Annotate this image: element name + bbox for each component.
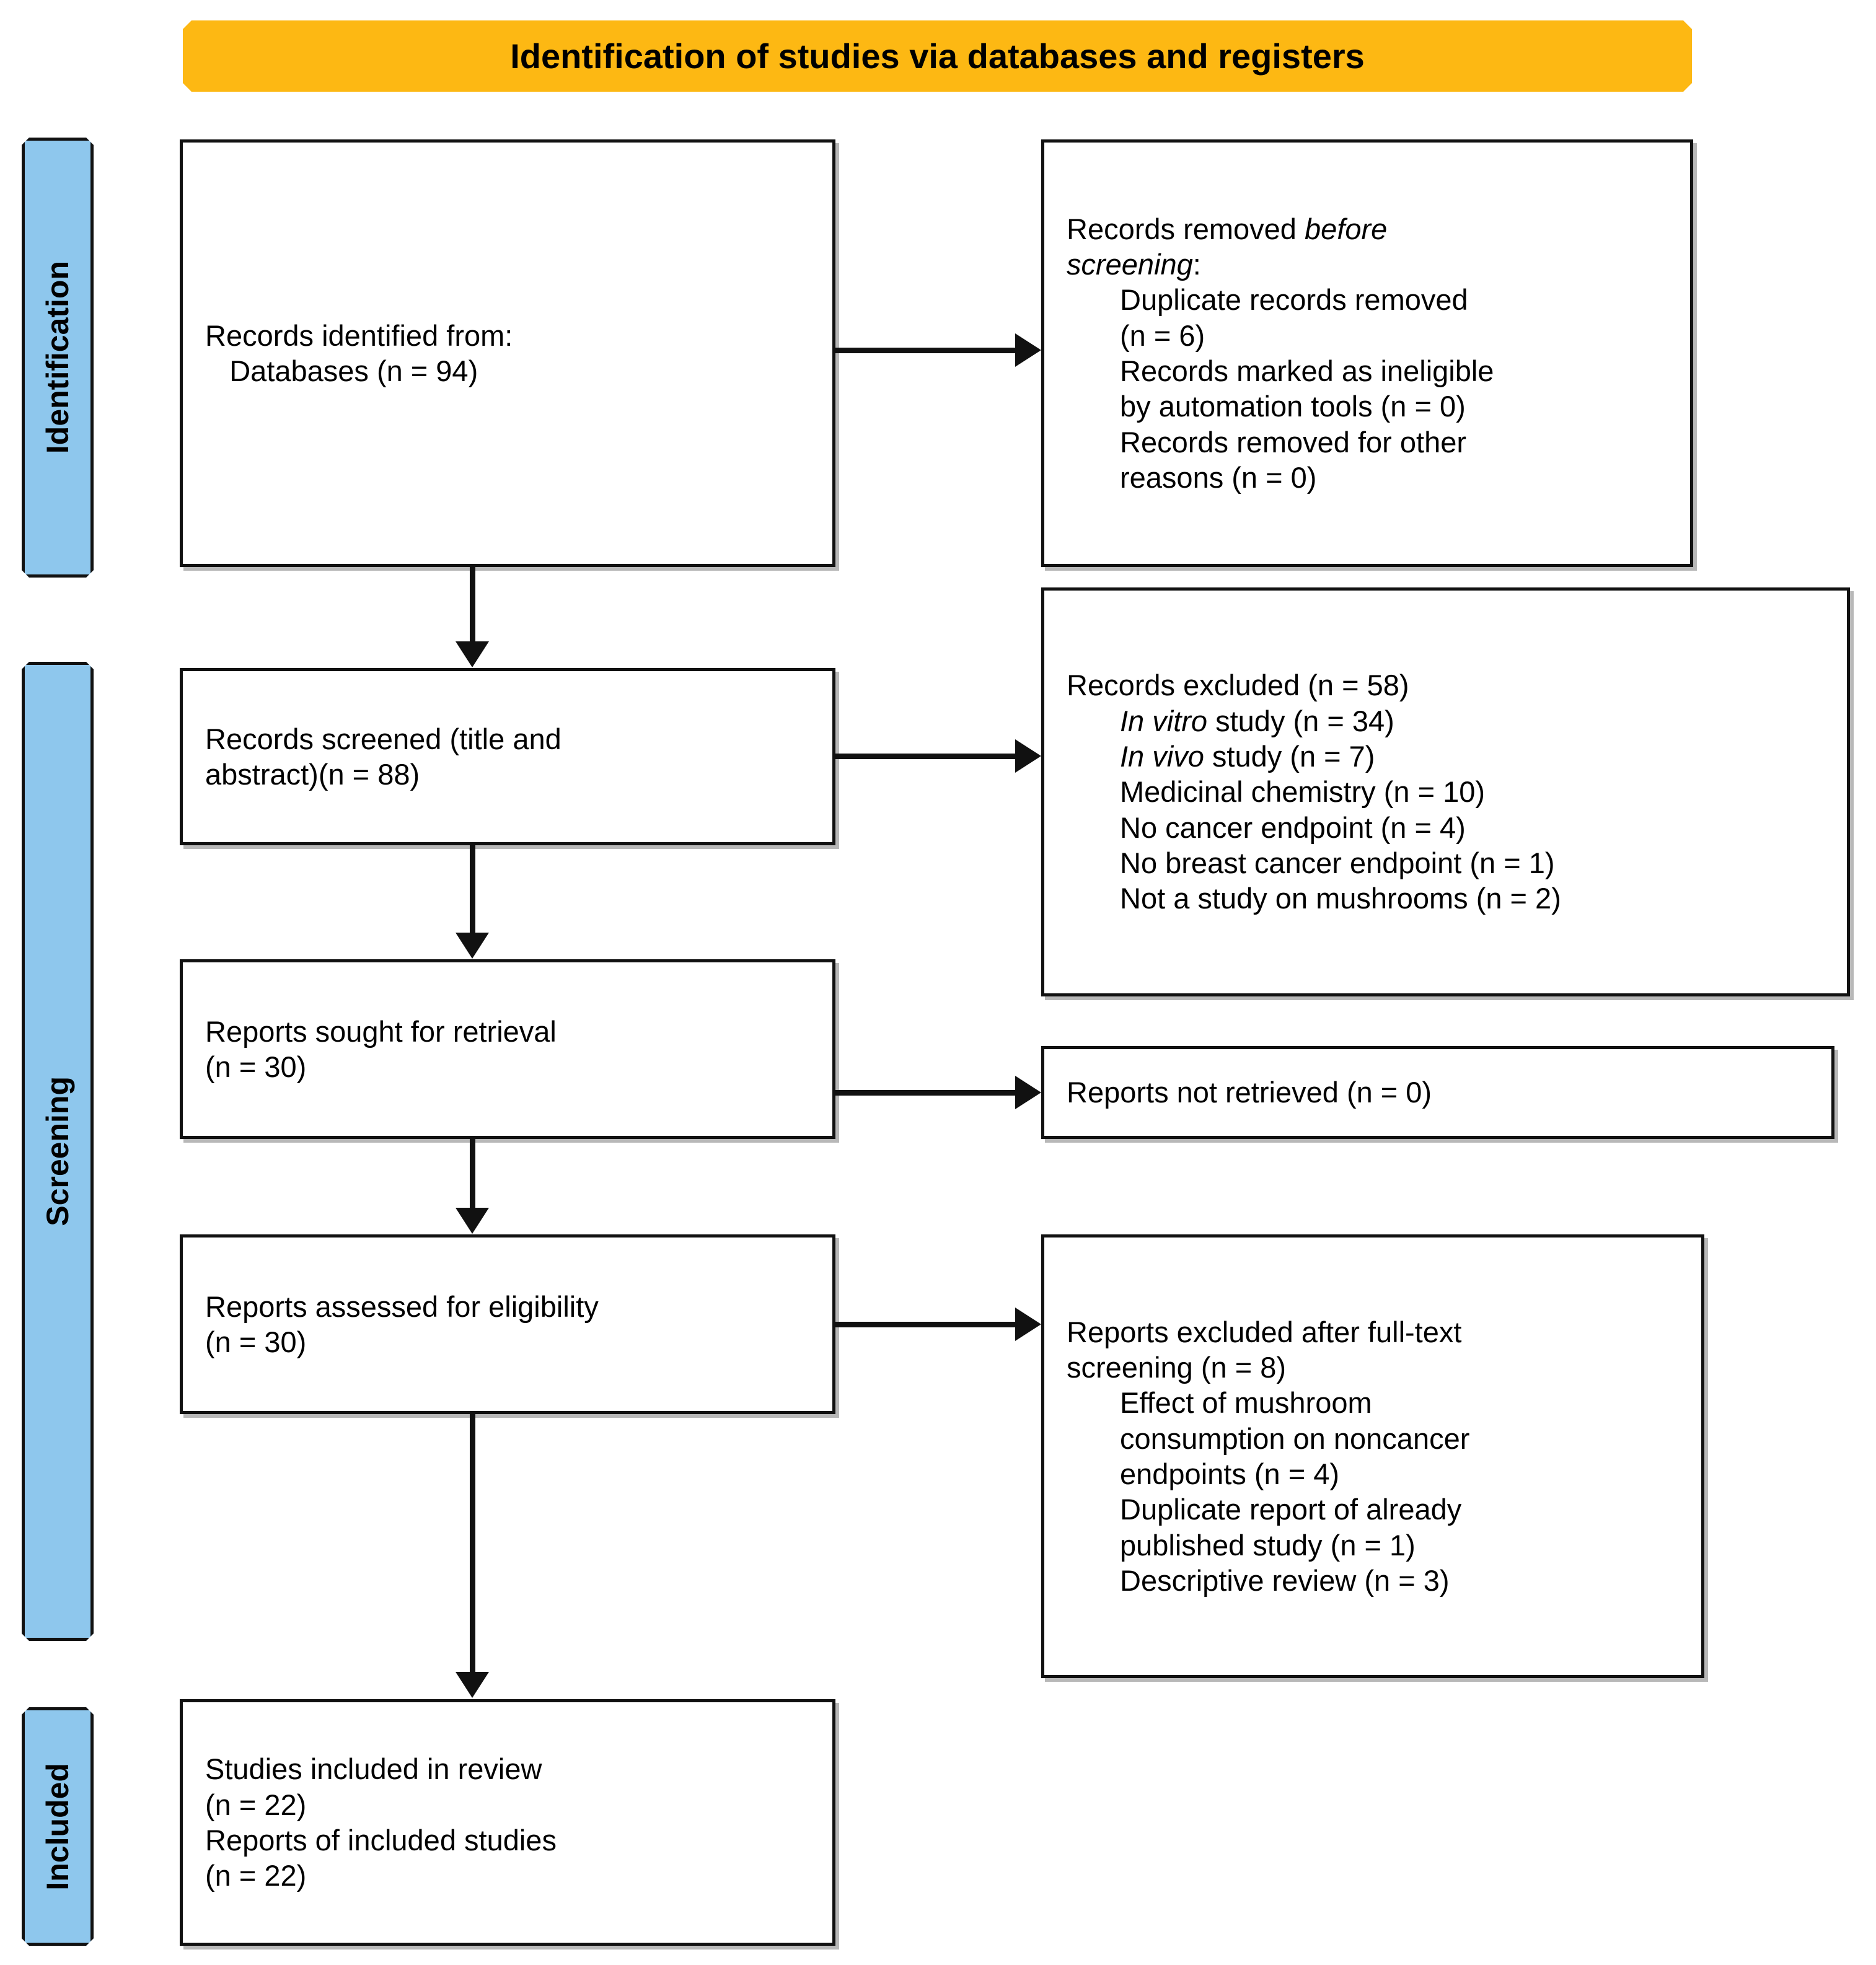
records-excluded-item-2: In vivo study (n = 7) — [1120, 740, 1375, 773]
arrow-screened-to-sought — [456, 845, 489, 959]
records-removed-item-6: reasons (n = 0) — [1120, 460, 1317, 494]
arrow-sought-to-notretrieved — [835, 1076, 1041, 1109]
records-excluded-item-5: No breast cancer endpoint (n = 1) — [1120, 846, 1555, 879]
reports-excluded-heading-line-1: Reports excluded after full-text — [1067, 1315, 1462, 1348]
records-excluded-box: Records excluded (n = 58) In vitro study… — [1041, 587, 1850, 996]
stage-label-identification: Identification — [40, 261, 75, 454]
reports-sought-box: Reports sought for retrieval (n = 30) — [180, 959, 835, 1139]
reports-excluded-item-4: Duplicate report of already — [1120, 1493, 1462, 1526]
reports-sought-line-2: (n = 30) — [205, 1050, 307, 1083]
stage-tab-identification: Identification — [22, 138, 94, 578]
reports-excluded-heading-line-2: screening (n = 8) — [1067, 1351, 1286, 1384]
records-excluded-item-3: Medicinal chemistry (n = 10) — [1120, 775, 1486, 809]
arrow-screened-to-excluded — [835, 739, 1041, 773]
records-excluded-heading: Records excluded (n = 58) — [1067, 669, 1409, 702]
reports-assessed-line-2: (n = 30) — [205, 1325, 307, 1358]
reports-excluded-item-1: Effect of mushroom — [1120, 1386, 1372, 1420]
records-excluded-item-6: Not a study on mushrooms (n = 2) — [1120, 882, 1561, 915]
records-removed-item-5: Records removed for other — [1120, 425, 1467, 459]
studies-included-line-2: (n = 22) — [205, 1788, 307, 1821]
diagram-title-banner: Identification of studies via databases … — [183, 20, 1692, 92]
reports-sought-line-1: Reports sought for retrieval — [205, 1014, 557, 1048]
arrow-identified-to-screened — [456, 567, 489, 668]
reports-not-retrieved-line-1: Reports not retrieved (n = 0) — [1067, 1076, 1432, 1109]
records-removed-heading-line-1: Records removed before — [1067, 212, 1388, 245]
reports-assessed-line-1: Reports assessed for eligibility — [205, 1290, 599, 1323]
records-removed-item-3: Records marked as ineligible — [1120, 354, 1494, 387]
studies-included-line-3: Reports of included studies — [205, 1824, 557, 1857]
reports-not-retrieved-box: Reports not retrieved (n = 0) — [1041, 1046, 1834, 1139]
studies-included-line-4: (n = 22) — [205, 1859, 307, 1892]
reports-excluded-item-3: endpoints (n = 4) — [1120, 1457, 1340, 1490]
stage-label-screening: Screening — [40, 1076, 75, 1226]
reports-excluded-item-2: consumption on noncancer — [1120, 1422, 1470, 1455]
studies-included-line-1: Studies included in review — [205, 1752, 542, 1786]
records-identified-line-1: Records identified from: — [205, 319, 513, 352]
reports-excluded-fulltext-box: Reports excluded after full-text screeni… — [1041, 1234, 1704, 1678]
arrow-assessed-to-fulltext — [835, 1308, 1041, 1341]
records-screened-line-2: abstract)(n = 88) — [205, 758, 420, 791]
diagram-title: Identification of studies via databases … — [510, 37, 1365, 76]
arrow-identified-to-removed — [835, 333, 1041, 367]
records-removed-item-4: by automation tools (n = 0) — [1120, 390, 1466, 423]
reports-assessed-box: Reports assessed for eligibility (n = 30… — [180, 1234, 835, 1414]
records-excluded-item-1: In vitro study (n = 34) — [1120, 704, 1394, 737]
reports-excluded-item-5: published study (n = 1) — [1120, 1528, 1416, 1562]
records-excluded-item-4: No cancer endpoint (n = 4) — [1120, 811, 1466, 844]
records-removed-heading-line-2: screening: — [1067, 248, 1201, 281]
records-identified-line-2: Databases (n = 94) — [205, 354, 478, 387]
records-screened-line-1: Records screened (title and — [205, 722, 561, 755]
records-removed-item-1: Duplicate records removed — [1120, 283, 1468, 317]
records-removed-item-2: (n = 6) — [1120, 319, 1205, 352]
stage-tab-included: Included — [22, 1707, 94, 1946]
stage-label-included: Included — [40, 1762, 75, 1891]
reports-excluded-item-6: Descriptive review (n = 3) — [1120, 1563, 1450, 1597]
arrow-sought-to-assessed — [456, 1139, 489, 1234]
stage-tab-screening: Screening — [22, 662, 94, 1641]
studies-included-box: Studies included in review (n = 22) Repo… — [180, 1699, 835, 1946]
arrow-assessed-to-included — [456, 1414, 489, 1699]
records-screened-box: Records screened (title and abstract)(n … — [180, 668, 835, 845]
records-removed-box: Records removed before screening: Duplic… — [1041, 139, 1693, 567]
records-identified-box: Records identified from: Databases (n = … — [180, 139, 835, 567]
